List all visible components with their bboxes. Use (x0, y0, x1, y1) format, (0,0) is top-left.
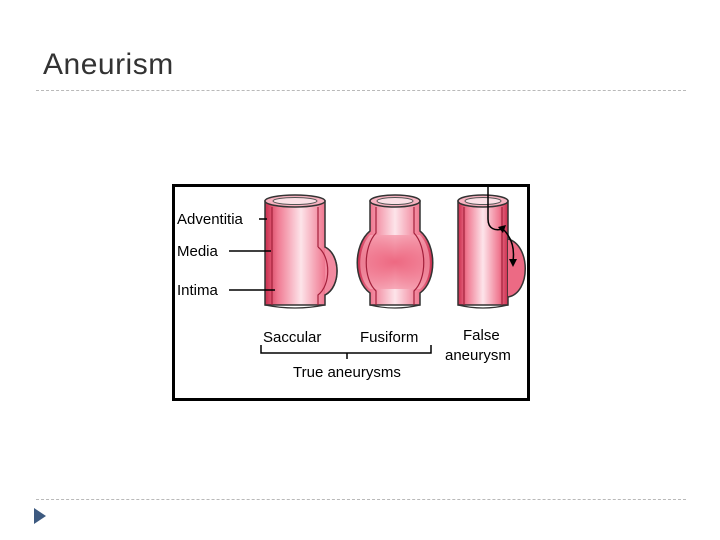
label-true-aneurysms: True aneurysms (293, 364, 401, 381)
label-media: Media (177, 243, 219, 260)
aneurysm-diagram: Adventitia Media Intima Saccular Fusifor… (172, 184, 530, 401)
slide-title: Aneurism (43, 48, 174, 81)
false-aneurysm-vessel (457, 187, 526, 309)
aneurysm-diagram-svg: Adventitia Media Intima Saccular Fusifor… (177, 187, 526, 381)
play-arrow-icon[interactable] (34, 508, 46, 524)
fusiform-vessel (356, 194, 434, 309)
true-aneurysms-bracket (260, 345, 432, 354)
label-adventitia: Adventitia (177, 211, 244, 228)
label-saccular: Saccular (263, 329, 321, 346)
footer-divider (36, 499, 686, 500)
label-fusiform: Fusiform (360, 329, 418, 346)
title-divider (36, 90, 686, 91)
label-intima: Intima (177, 282, 219, 299)
saccular-vessel (264, 194, 338, 309)
label-false: False (463, 327, 500, 344)
label-aneurysm: aneurysm (445, 347, 511, 364)
